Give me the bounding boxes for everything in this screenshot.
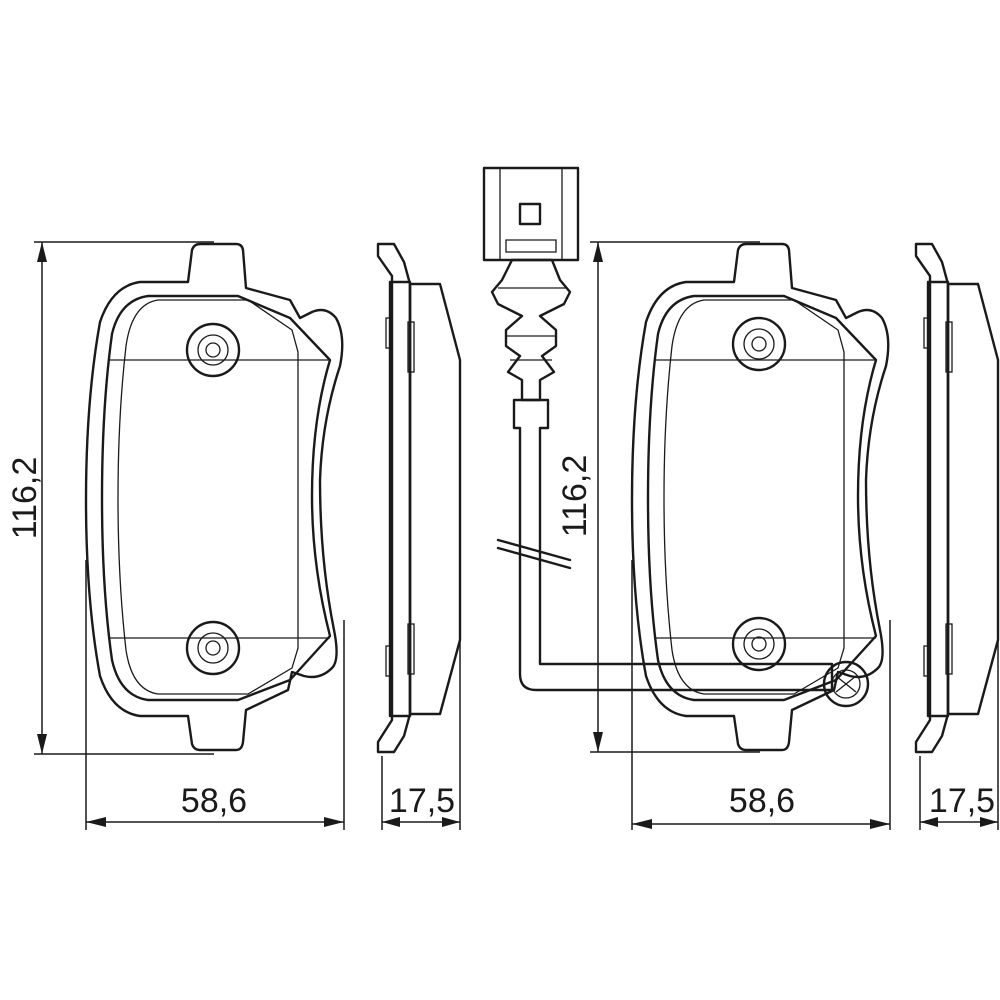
right-pad-backing-plate bbox=[630, 242, 890, 752]
right-pad-width-label: 58,6 bbox=[729, 782, 795, 820]
right-pad-side-view bbox=[914, 242, 1000, 754]
right-pad-rivet-top bbox=[731, 316, 787, 372]
left-pad-backing-plate bbox=[84, 242, 344, 752]
left-pad-thickness-label: 17,5 bbox=[389, 782, 455, 820]
left-pad-width-label: 58,6 bbox=[181, 782, 247, 820]
right-pad-thickness-label: 17,5 bbox=[929, 782, 995, 820]
left-pad-front-view bbox=[84, 242, 344, 752]
left-pad-side-view bbox=[376, 242, 462, 754]
left-pad-rivet-top bbox=[185, 322, 241, 378]
left-pad-height-label: 116,2 bbox=[6, 457, 44, 540]
left-pad-friction-material bbox=[100, 294, 332, 702]
wear-sensor bbox=[482, 166, 870, 708]
dimension-lines bbox=[34, 241, 999, 830]
right-pad-friction-material bbox=[646, 294, 878, 702]
right-pad-front-view bbox=[630, 242, 890, 752]
right-pad-rivet-bottom bbox=[731, 616, 787, 672]
left-pad-rivet-bottom bbox=[185, 620, 241, 676]
right-pad-height-label: 116,2 bbox=[556, 455, 594, 538]
